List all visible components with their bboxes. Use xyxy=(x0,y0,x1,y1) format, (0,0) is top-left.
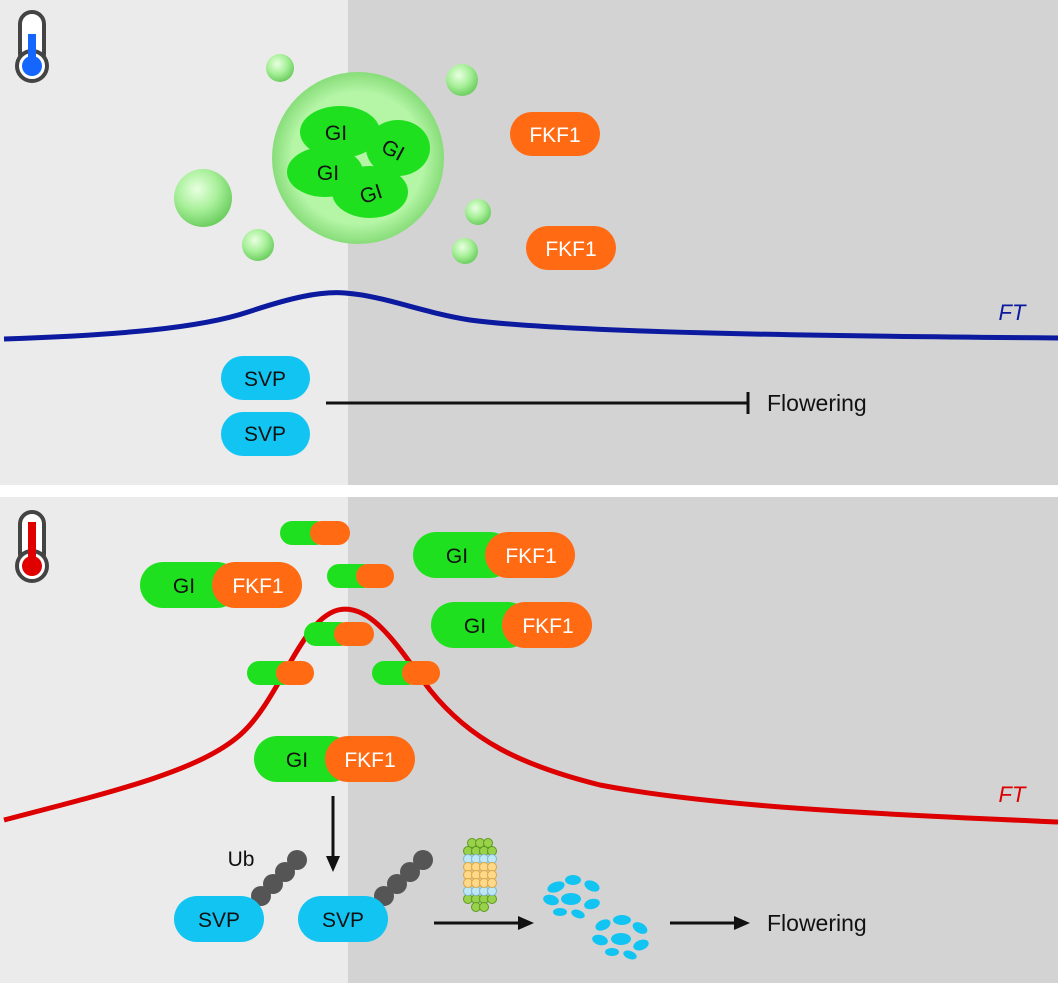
svp-protein: SVP xyxy=(221,412,310,456)
svp-protein: SVP xyxy=(174,896,264,942)
droplet xyxy=(174,169,232,227)
gi-fkf1-complex: GI FKF1 xyxy=(254,736,415,782)
gi-label: GI xyxy=(464,615,486,638)
fkf1-label: FKF1 xyxy=(232,575,283,598)
gi-fkf1-small-complex xyxy=(280,521,350,545)
gi-cluster xyxy=(287,106,430,218)
ft-label: FT xyxy=(999,300,1027,325)
fkf1-protein: FKF1 xyxy=(510,112,600,156)
fkf1-label: FKF1 xyxy=(522,615,573,638)
panel-separator xyxy=(0,485,1058,497)
gi-label: GI xyxy=(286,749,308,772)
gi-fkf1-small-complex xyxy=(304,622,374,646)
flowering-label: Flowering xyxy=(767,910,867,936)
fkf1-label: FKF1 xyxy=(529,124,580,147)
svp-protein: SVP xyxy=(221,356,310,400)
droplet xyxy=(242,229,274,261)
gi-fkf1-small-complex xyxy=(247,661,314,685)
degradation-arrow xyxy=(434,916,534,930)
gi-label: GI xyxy=(317,162,339,185)
svp-label: SVP xyxy=(244,423,286,446)
svp-label: SVP xyxy=(244,368,286,391)
bottom-panel: FT GI FKF1 xyxy=(0,497,1058,983)
droplet xyxy=(465,199,491,225)
svp-label: SVP xyxy=(322,909,364,932)
thermometer-high-icon xyxy=(15,510,49,583)
gi-blob xyxy=(300,106,380,158)
svp-label: SVP xyxy=(198,909,240,932)
flowering-label: Flowering xyxy=(767,390,867,416)
gi-fkf1-complex: GI FKF1 xyxy=(431,602,592,648)
svp-ubiquitinated-protein: SVP xyxy=(298,896,388,942)
gi-label: GI xyxy=(325,122,347,145)
ubiquitin-chain xyxy=(251,850,307,906)
down-arrow xyxy=(326,796,340,872)
fkf1-label: FKF1 xyxy=(344,749,395,772)
droplet xyxy=(266,54,294,82)
gi-blob xyxy=(366,120,430,176)
fkf1-label: FKF1 xyxy=(505,545,556,568)
gi-condensate: GI GI GI GI xyxy=(272,72,444,244)
ft-expression-curve xyxy=(3,290,1058,342)
gi-fkf1-complex: GI FKF1 xyxy=(140,562,302,608)
ub-label: Ub xyxy=(228,848,255,871)
gi-label: GI xyxy=(446,545,468,568)
gi-fkf1-small-complex xyxy=(327,564,394,588)
ft-label: FT xyxy=(999,782,1027,807)
thermometer-low-icon xyxy=(15,10,49,83)
gi-label: GI xyxy=(173,575,195,598)
ubiquitin-chain xyxy=(374,850,433,906)
promotion-arrow xyxy=(670,916,750,930)
droplet xyxy=(446,64,478,96)
gi-fkf1-complex: GI FKF1 xyxy=(413,532,575,578)
gi-fkf1-small-complex xyxy=(372,661,440,685)
degraded-svp-fragments xyxy=(543,875,649,960)
fkf1-protein: FKF1 xyxy=(526,226,616,270)
inhibition-arrow xyxy=(326,392,750,414)
droplet xyxy=(452,238,478,264)
fkf1-label: FKF1 xyxy=(545,238,596,261)
top-panel: GI GI GI GI FKF1 FKF1 FT SVP SVP xyxy=(0,0,1058,485)
condensate-droplets xyxy=(174,54,491,264)
gi-blob xyxy=(332,166,408,218)
top-light-background xyxy=(0,0,348,485)
proteasome-icon xyxy=(463,838,497,912)
